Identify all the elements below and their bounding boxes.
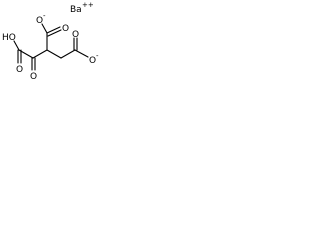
bond-c-o-top [41,23,48,34]
oxygen-top-charge: - [43,12,46,20]
bond-ch2-carboxylate [60,49,76,59]
oxygen-top-carbonyl: O [62,24,69,34]
barium-symbol: Ba [70,5,82,15]
bond-c-o-double-b [47,29,62,37]
barium-charge: ++ [82,1,94,9]
oxygen-keto: O [30,72,37,82]
hydroxyl-group: HO [2,33,16,43]
oxygen-carboxyl-left: O [16,65,23,75]
oxygen-top: O [36,16,43,26]
bond-ch-keto [32,49,48,59]
bond-ch-ch2 [46,49,62,59]
oxygen-right-lower-charge: - [96,52,99,60]
oxygen-right-upper: O [72,30,79,40]
oxygen-right-lower: O [89,56,96,66]
bond-carboxyl-oh [13,40,20,51]
structure-diagram: Ba ++ O - O O HO O O [2,1,99,82]
bond-c-o-double-a [46,26,61,34]
molecule-canvas: Ba ++ O - O O HO O O [0,0,112,101]
bond-right-o-single [74,49,89,58]
